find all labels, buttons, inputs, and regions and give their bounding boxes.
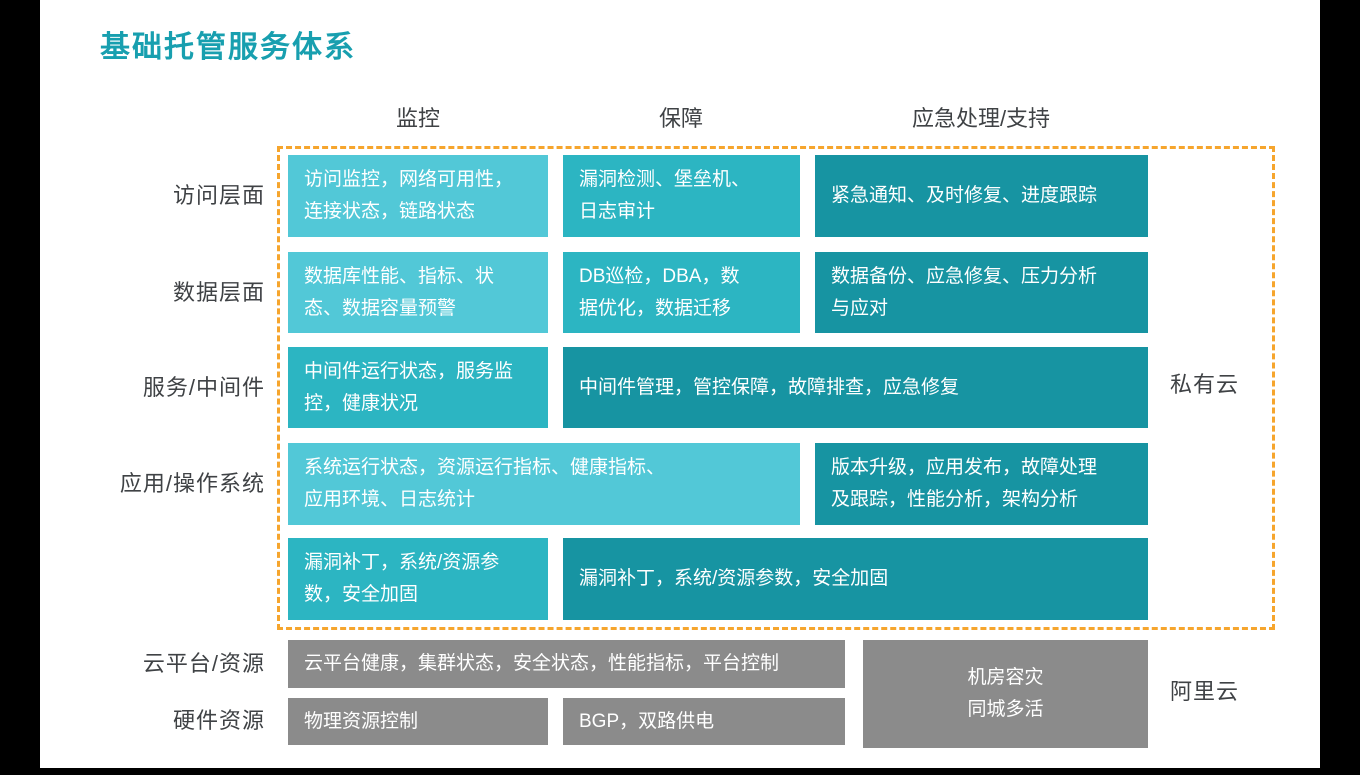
cell-middleware-assurance-emergency: 中间件管理，管控保障，故障排查，应急修复 [563,347,1148,428]
row-label-hardware: 硬件资源 [172,708,265,733]
slide-content-area: 基础托管服务体系 监控 保障 应急处理/支持 访问层面 数据层面 服务/中间件 … [40,0,1320,768]
cell-data-assurance: DB巡检，DBA，数 据优化，数据迁移 [563,252,800,333]
cell-patch-monitoring: 漏洞补丁，系统/资源参 数，安全加固 [288,538,548,620]
column-header-assurance: 保障 [658,106,703,131]
cell-data-emergency: 数据备份、应急修复、压力分析 与应对 [815,252,1148,333]
cell-access-monitoring: 访问监控，网络可用性， 连接状态，链路状态 [288,155,548,237]
row-label-cloud-platform: 云平台/资源 [142,651,265,676]
cell-app-emergency: 版本升级，应用发布，故障处理 及跟踪，性能分析，架构分析 [815,443,1148,525]
letterbox-bottom [0,768,1360,775]
cell-access-emergency: 紧急通知、及时修复、进度跟踪 [815,155,1148,237]
cell-hardware-bgp-power: BGP，双路供电 [563,698,845,745]
cell-patch-assurance-emergency: 漏洞补丁，系统/资源参数，安全加固 [563,538,1148,620]
cell-data-monitoring: 数据库性能、指标、状 态、数据容量预警 [288,252,548,333]
letterbox-left [0,0,40,775]
zone-label-private-cloud: 私有云 [1170,372,1240,397]
cell-hardware-physical-control: 物理资源控制 [288,698,548,745]
cell-datacenter-disaster-recovery: 机房容灾 同城多活 [863,640,1148,748]
cell-app-monitoring-assurance: 系统运行状态，资源运行指标、健康指标、 应用环境、日志统计 [288,443,800,525]
cell-middleware-monitoring: 中间件运行状态，服务监 控，健康状况 [288,347,548,428]
column-header-monitoring: 监控 [395,106,440,131]
page-title: 基础托管服务体系 [100,31,356,64]
private-cloud-dashed-zone [277,146,1275,630]
row-label-data-layer: 数据层面 [172,280,265,305]
letterbox-right [1320,0,1360,775]
cell-cloud-platform-resources: 云平台健康，集群状态，安全状态，性能指标，平台控制 [288,640,845,688]
row-label-app-os: 应用/操作系统 [119,471,265,496]
cell-access-assurance: 漏洞检测、堡垒机、 日志审计 [563,155,800,237]
row-label-access-layer: 访问层面 [172,183,265,208]
zone-label-alibaba-cloud: 阿里云 [1170,679,1240,704]
row-label-service-middleware: 服务/中间件 [142,375,265,400]
column-header-emergency-support: 应急处理/支持 [911,106,1051,131]
